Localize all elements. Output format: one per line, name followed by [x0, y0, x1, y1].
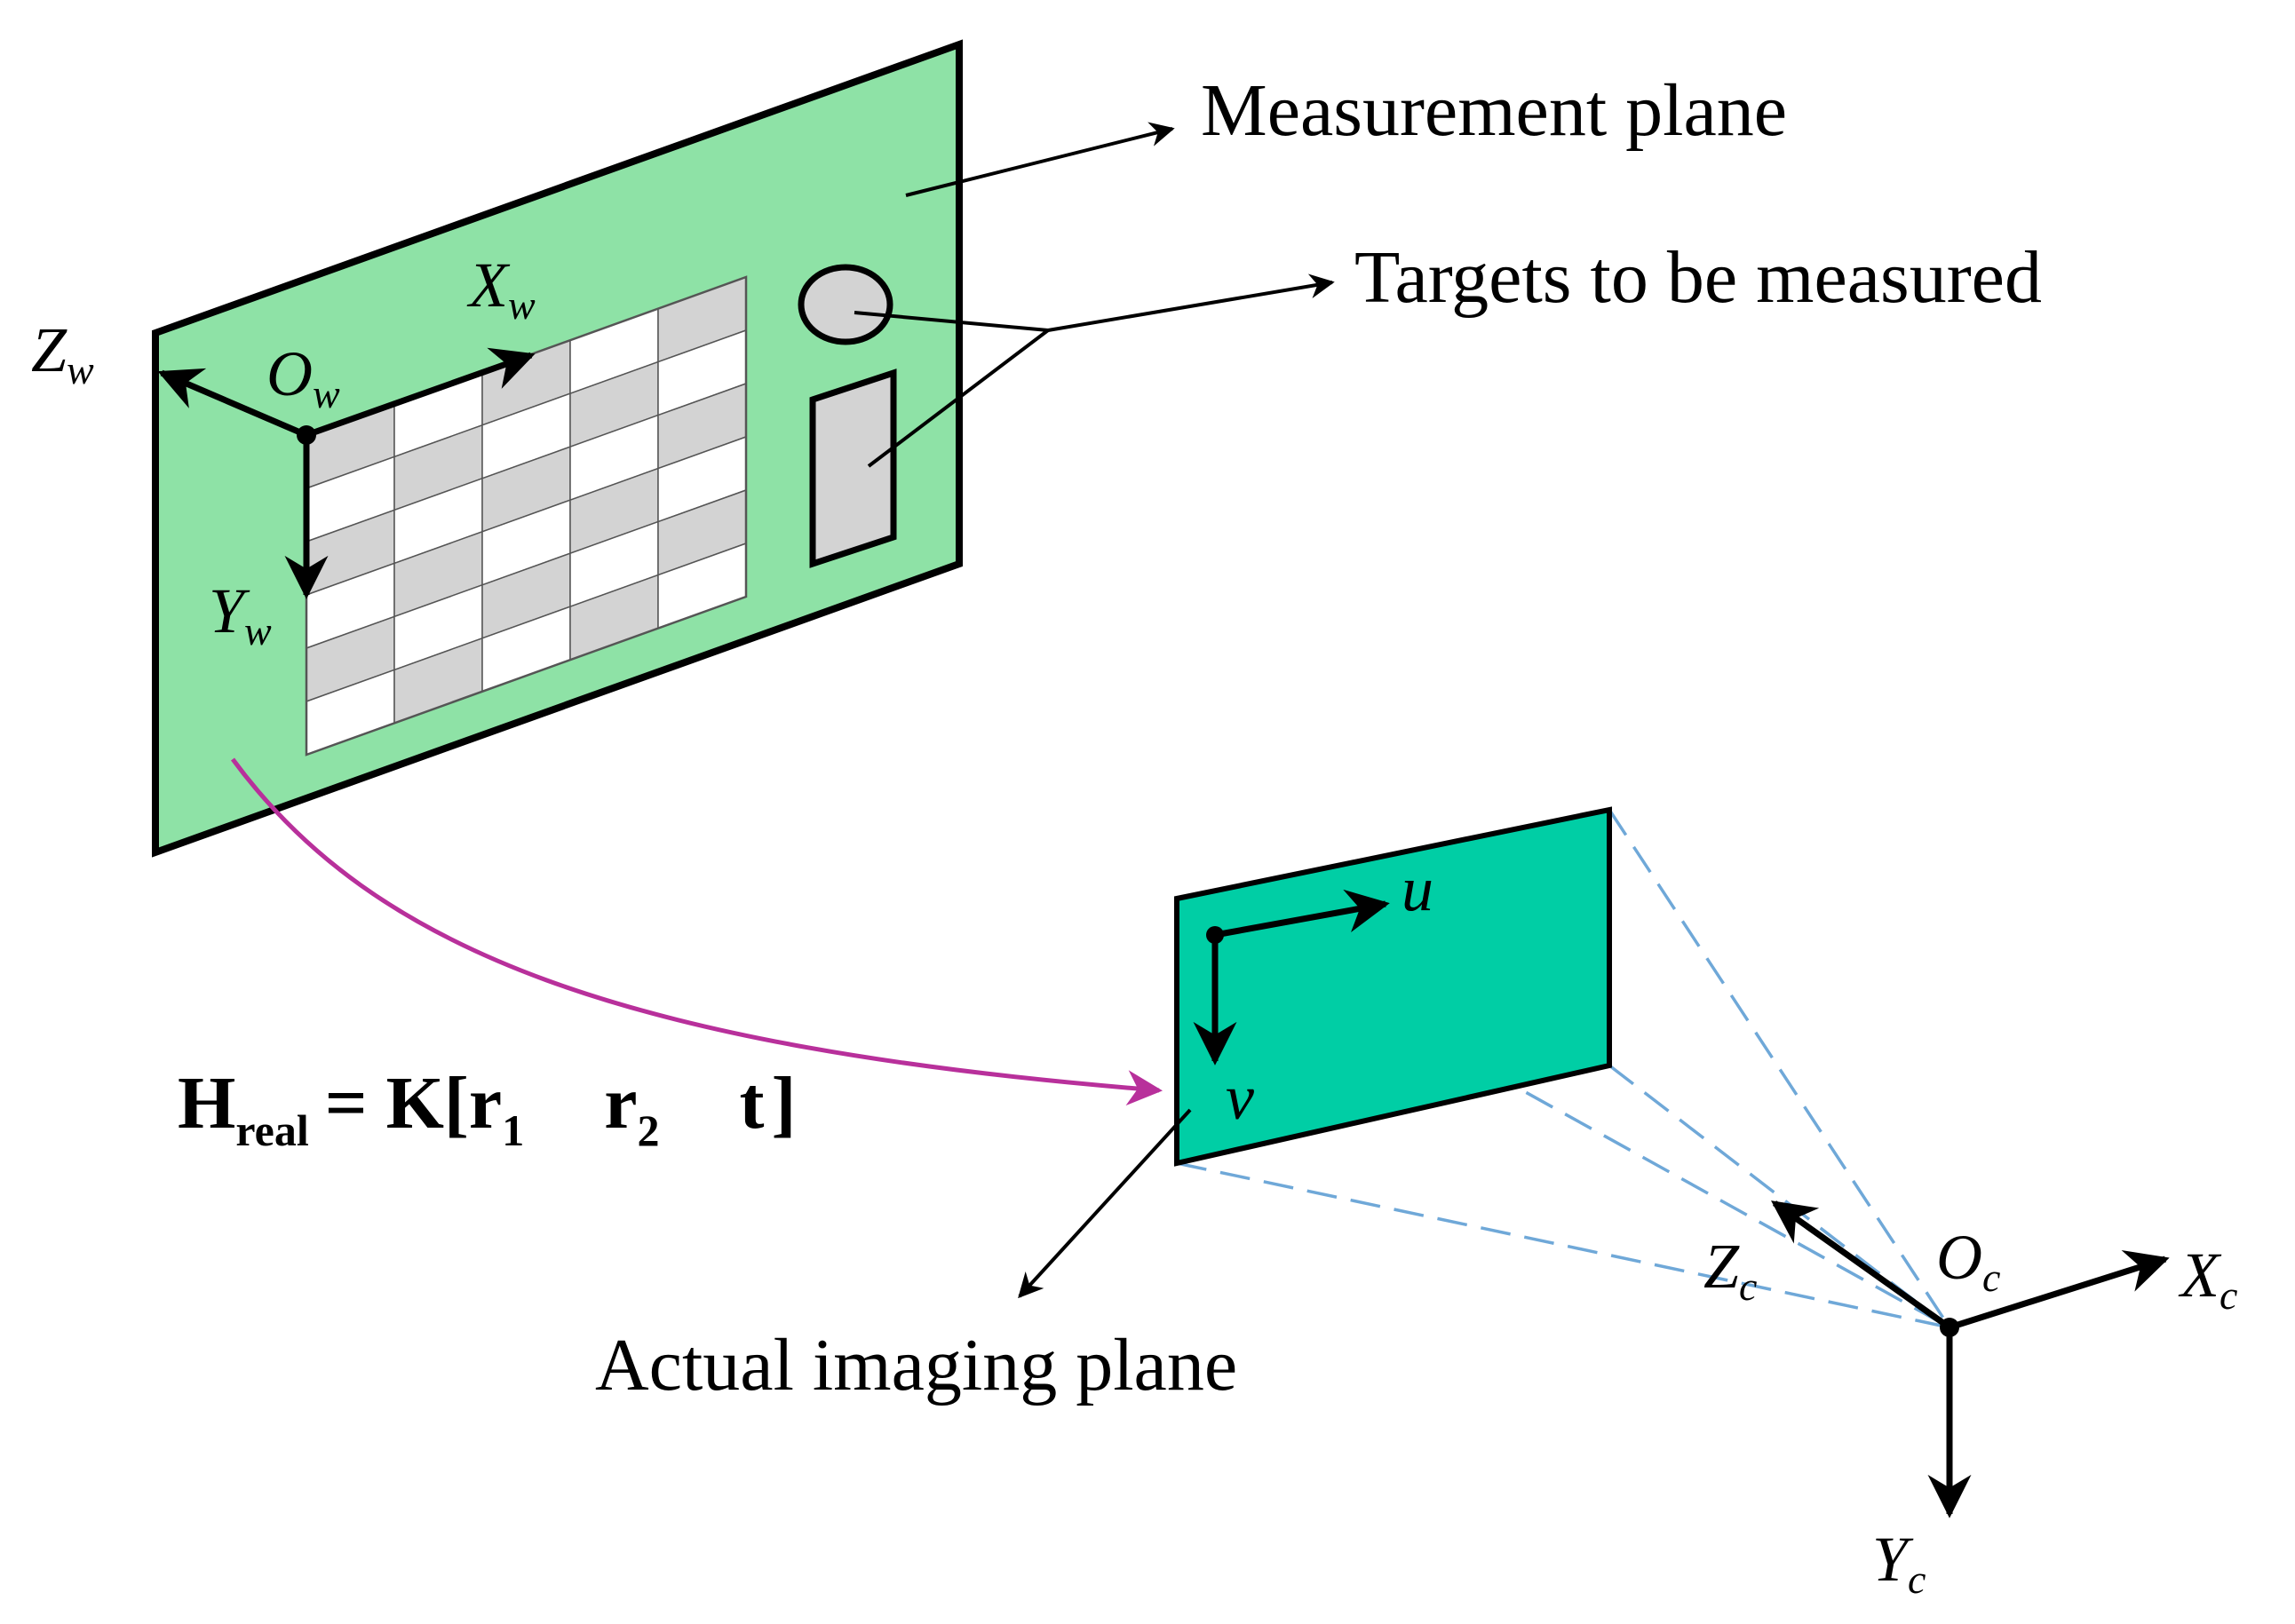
- measurement-plane-leader: [905, 122, 1175, 197]
- zw-axis-arrow: [157, 368, 308, 439]
- targets-leader-main: [1047, 273, 1335, 332]
- checkerboard-pattern: [305, 275, 748, 757]
- image-origin-dot: [1206, 926, 1224, 944]
- xc-label: Xc: [2178, 1240, 2237, 1318]
- eq-r1: r: [469, 1062, 502, 1145]
- zc-label: Zc: [1703, 1231, 1757, 1309]
- target-ellipse: [798, 264, 893, 345]
- target-rectangle: [809, 368, 897, 568]
- homography-mapping-arrow: [230, 757, 1163, 1106]
- targets-label: Targets to be measured: [1354, 236, 2042, 319]
- eq-r2-sub: 2: [638, 1105, 660, 1155]
- targets-leader-rect: [867, 329, 1050, 468]
- camera-origin-dot: [1940, 1318, 1959, 1337]
- yc-label: Yc: [1872, 1524, 1926, 1602]
- eq-close-bracket: ]: [771, 1062, 796, 1145]
- xc-axis-arrow: [1948, 1249, 2170, 1331]
- eq-r2: r: [604, 1062, 637, 1145]
- eq-equals-K: = K[: [325, 1062, 469, 1145]
- targets-leader-ellipse: [854, 311, 1049, 332]
- actual-imaging-plane: [1174, 806, 1612, 1167]
- eq-r1-sub: 1: [502, 1105, 524, 1155]
- yw-label: Yw: [209, 575, 272, 654]
- world-axes: [157, 347, 536, 599]
- checkerboard-outline: [305, 275, 748, 757]
- eq-H-sub: real: [235, 1105, 308, 1155]
- measurement-plane-label: Measurement plane: [1201, 69, 1787, 152]
- u-label: u: [1402, 853, 1433, 924]
- eq-t: t: [740, 1062, 765, 1145]
- xw-label: Xw: [466, 250, 536, 328]
- imaging-plane-leader: [1018, 1108, 1192, 1299]
- oc-label: Oc: [1936, 1222, 2000, 1300]
- ow-label: Ow: [266, 338, 340, 416]
- zw-label: Zw: [31, 314, 94, 392]
- v-label: v: [1226, 1062, 1254, 1133]
- eq-H: H: [178, 1062, 235, 1145]
- u-axis-arrow: [1214, 889, 1390, 939]
- xw-axis-arrow: [305, 347, 536, 439]
- zc-axis-arrow: [1771, 1200, 1952, 1330]
- world-origin-dot: [297, 425, 316, 445]
- actual-imaging-plane-label: Actual imaging plane: [595, 1324, 1237, 1406]
